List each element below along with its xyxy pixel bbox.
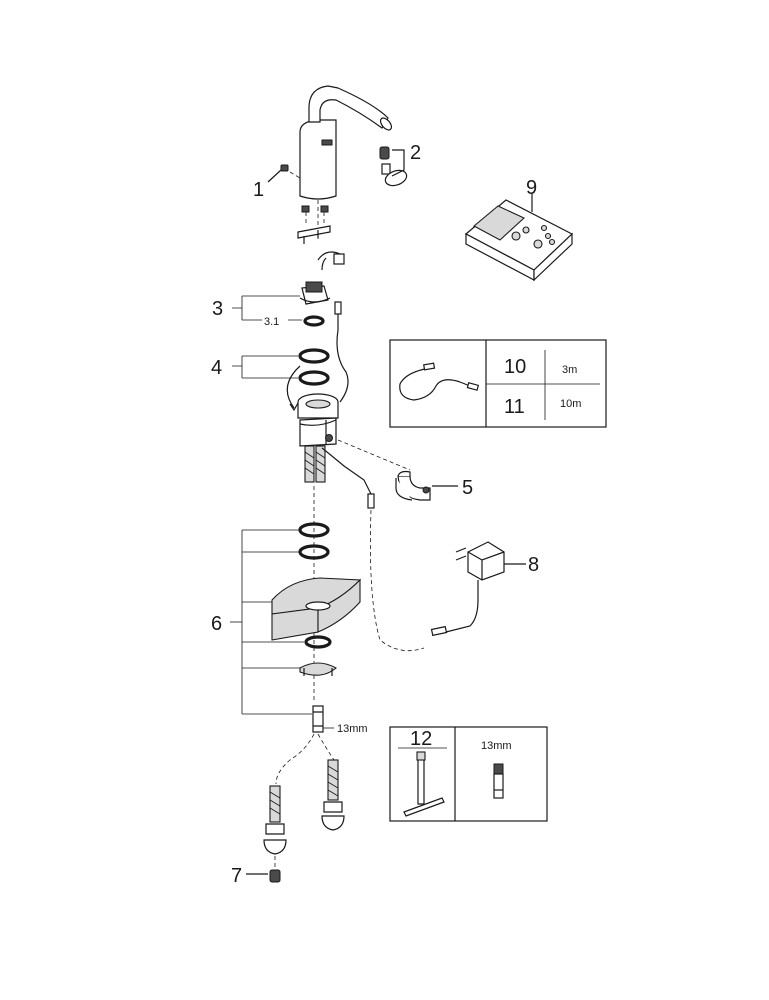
label-part-3: 3 — [212, 298, 223, 320]
sensor-cable — [321, 439, 425, 652]
clip-5 — [395, 470, 458, 501]
power-adapter — [430, 541, 526, 637]
label-part-4: 4 — [211, 357, 222, 379]
label-part-3-1: 3.1 — [264, 316, 279, 328]
label-part-5: 5 — [462, 477, 473, 499]
module-cable — [334, 301, 349, 403]
label-part-6: 6 — [211, 613, 222, 635]
tool-table: 12 13mm — [389, 726, 548, 822]
supply-hoses — [263, 733, 345, 855]
remote-control — [464, 194, 574, 282]
tool-number: 12 — [410, 728, 432, 750]
cable-row-2-number: 11 — [504, 396, 525, 418]
aerator — [379, 146, 408, 187]
mounting-bracket — [297, 205, 331, 244]
cable-row-1-number: 10 — [504, 356, 526, 378]
cable-row-2-length: 10m — [560, 398, 581, 410]
mounting-set — [271, 522, 362, 733]
bracket-6 — [230, 529, 334, 729]
grub-screw — [267, 164, 301, 183]
label-part-9: 9 — [526, 177, 537, 199]
tool-size: 13mm — [481, 740, 512, 752]
label-part-2: 2 — [410, 142, 421, 164]
sensor-module — [299, 251, 345, 327]
cable-length-table: 10 3m 11 10m — [389, 339, 607, 428]
threaded-shanks — [304, 445, 326, 483]
label-part-8: 8 — [528, 554, 539, 576]
label-part-1: 1 — [253, 179, 264, 201]
rotation-arrow — [286, 365, 301, 412]
cable-row-1-length: 3m — [562, 364, 577, 376]
label-part-7: 7 — [231, 865, 242, 887]
valve-body — [297, 393, 339, 447]
o-rings-4 — [298, 348, 330, 386]
leader-lines — [232, 295, 302, 379]
label-hex-size: 13mm — [337, 723, 368, 735]
faucet-spout — [299, 85, 393, 240]
filter-7 — [246, 856, 281, 883]
